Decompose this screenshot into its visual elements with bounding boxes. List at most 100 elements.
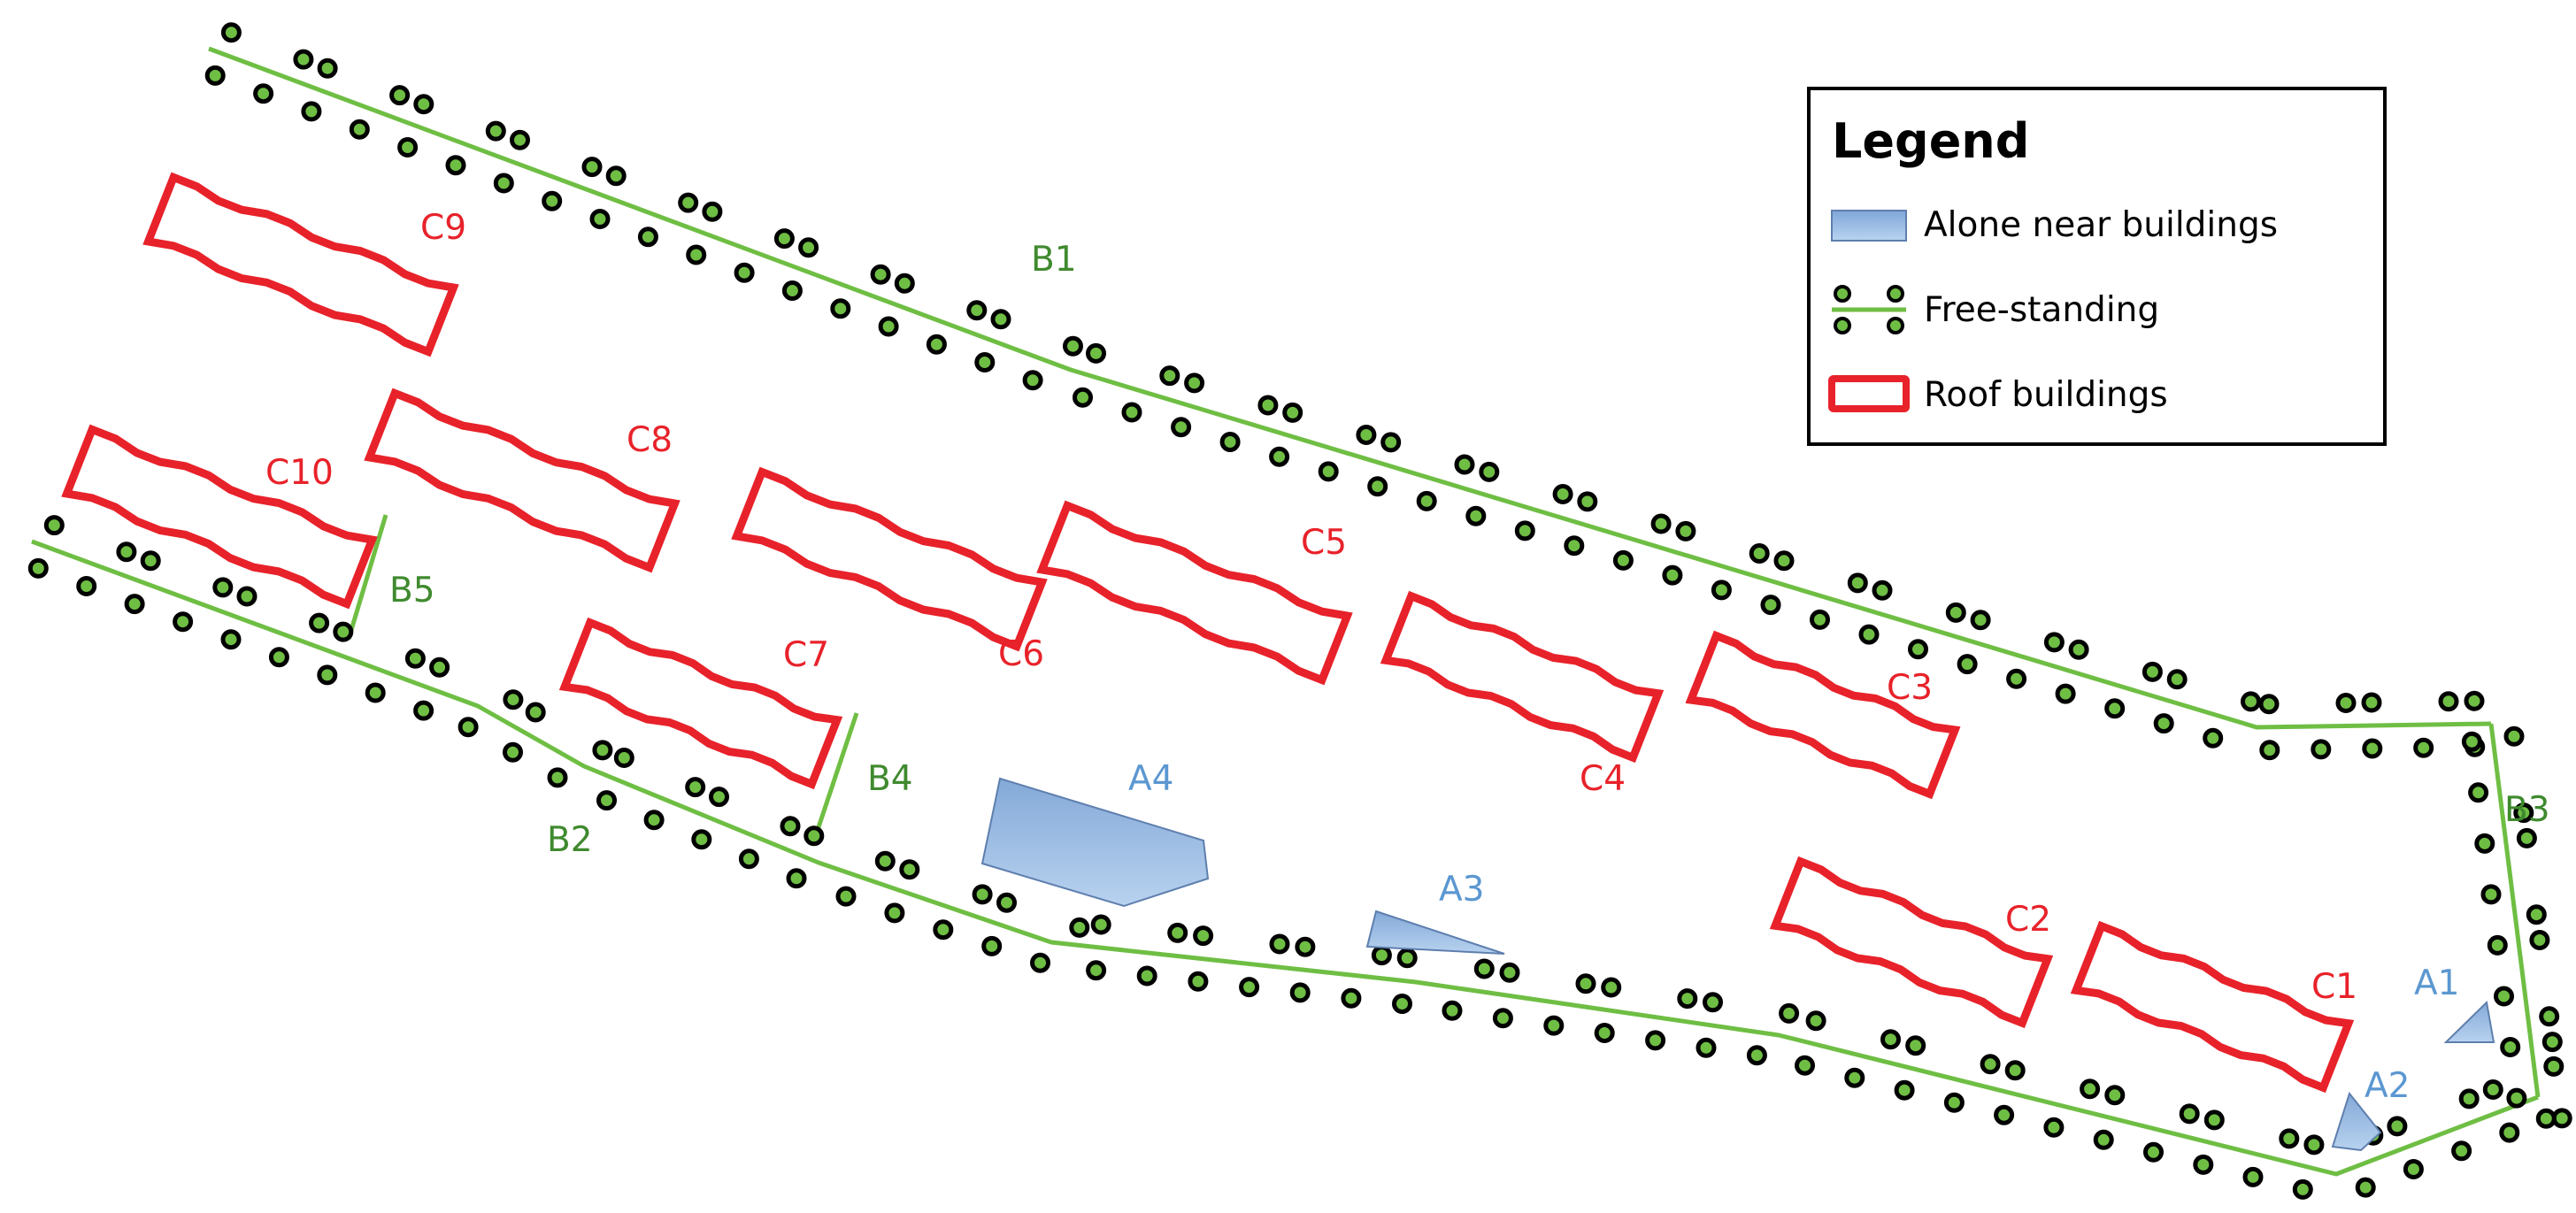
b1-tree-dot [637,226,658,248]
b2-tree-dot [116,541,137,563]
b2-tree-dot [835,886,857,907]
b2-tree-dot [1396,948,1418,969]
b1-tree-dot [990,309,1011,330]
b1-tree-dot [1257,395,1279,416]
b2-tree-dot [2203,1109,2225,1131]
b1-tree-dot [1872,580,1893,601]
b1-tree-dot [1171,417,1192,438]
b2-tree-dot [1392,994,1412,1014]
b1-tree-dot [220,22,242,43]
b1-tree-dot [2361,692,2382,713]
b2-tree-dot [1289,982,1311,1003]
b2-tree-dot [1746,1045,1767,1066]
b2-tree-dot [804,825,825,847]
b2-tree-dot [709,787,729,808]
dotted-line-icon [1832,285,1906,334]
b1-tree-dot [581,157,603,178]
b1-tree-dot [349,119,370,140]
b1-tree-dot [1711,580,1732,601]
b2-tree-dot [1601,977,1622,998]
b2-tree-dot [1371,945,1392,966]
b1-tree-dot [1282,402,1303,423]
b1-tree-dot [966,300,988,321]
b1-tree-dot [2241,691,2261,712]
b1-tree-dot [493,173,514,194]
b1-tree-dot [1749,543,1770,564]
free-standing-lines-layer [31,46,2541,1177]
b2-tree-dot [1167,922,1188,943]
b2-tree-dot [2242,1166,2264,1187]
label-roof-c10: C10 [265,453,334,493]
alone-polygon-a2 [2331,1091,2382,1152]
b2-tree-dot [2499,1122,2520,1143]
b1-tree-dot [2006,668,2027,689]
legend-label-alone: Alone near buildings [1924,205,2279,245]
b2-tree-dot [592,740,613,761]
b2-tree-dot [786,868,807,889]
b2-tree-dot [76,576,97,596]
b1-tree-dot [1416,490,1437,511]
label-roof-c2: C2 [2005,900,2051,940]
label-roof-c5: C5 [1301,523,1347,563]
b2-tree-dot [309,612,330,633]
b1-tree-dot [2259,740,2280,761]
b2-tree-dot [1239,977,1260,998]
b1-tree-dot [510,129,530,150]
b2-tree-dot [525,702,546,723]
polygon-icon [1831,210,1907,242]
b3-tree-dot [2516,827,2537,848]
b1-tree-dot [1957,654,1978,675]
free-standing-line-b2 [31,539,2539,1177]
b1-tree-dot [1356,425,1377,445]
roof-building-c8 [364,388,681,573]
b1-tree-dot [2335,693,2357,713]
b1-tree-dot [1063,335,1083,357]
label-roof-c9: C9 [420,208,466,248]
b1-tree-dot [2142,661,2163,682]
b2-tree-dot [2292,1178,2313,1200]
b1-tree-dot [1159,365,1180,387]
b2-tree-dot [1943,1092,1965,1113]
b1-tree-dot [894,273,915,294]
b2-tree-dot [1805,1010,1826,1032]
b1-tree-dot [1564,535,1585,557]
legend-item-free: Free-standing [1825,283,2373,336]
b1-tree-dot [2258,694,2280,715]
b2-tree-dot [1779,1002,1800,1024]
free-standing-dots-layer [27,22,2572,1200]
legend-label-free: Free-standing [1924,290,2160,330]
roof-building-c7 [558,617,843,790]
b1-tree-dot [2464,690,2485,711]
b2-tree-dot [1269,933,1290,955]
b2-tree-dot [2303,1134,2325,1155]
b1-tree-dot [1612,549,1634,571]
b2-tree-dot [1696,1037,1717,1058]
free-standing-line-b1 [208,46,2492,730]
b1-tree-dot [870,264,891,285]
b1-tree-dot [389,85,411,106]
b1-tree-dot [1121,402,1142,423]
label-free-b1: B1 [1031,240,1077,280]
b1-tree-dot [926,334,947,355]
b2-tree-dot [738,848,759,870]
b3-tree-dot [2513,802,2534,824]
rectangle-outline-icon [1828,375,1910,412]
label-roof-c3: C3 [1887,668,1933,708]
b2-tree-dot [1136,965,1157,987]
b3-tree-dot [2526,904,2547,925]
roof-building-c4 [1380,590,1665,764]
b1-tree-dot [678,192,699,213]
roof-building-c10 [61,424,378,610]
b2-tree-dot [1442,1000,1463,1021]
b2-tree-dot [1894,1079,1915,1101]
b2-tree-dot [1295,936,1316,957]
b3-tree-dot [2539,1006,2560,1027]
b2-tree-dot [2535,1108,2557,1129]
b2-tree-dot [2279,1128,2300,1149]
b1-tree-dot [1184,372,1205,394]
b2-tree-dot [1795,1055,1815,1076]
b2-tree-dot [1193,925,1214,947]
b1-tree-dot [734,262,755,283]
b3-tree-dot [2494,986,2514,1007]
